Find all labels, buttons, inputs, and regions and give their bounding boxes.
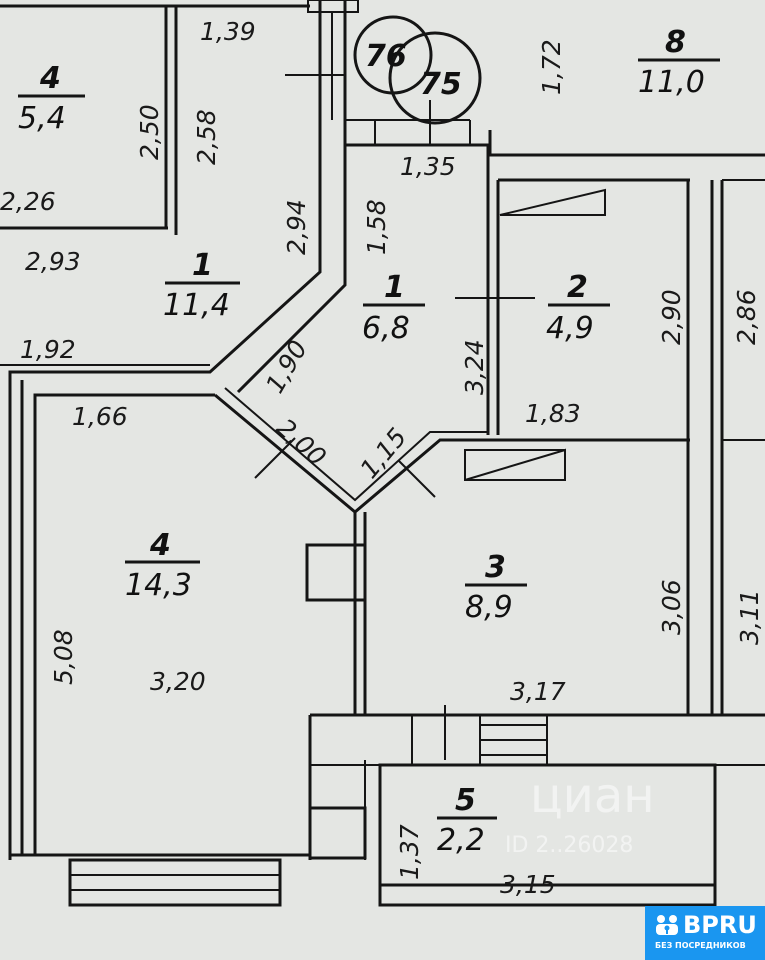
logo-tagline: БЕЗ ПОСРЕДНИКОВ (655, 941, 746, 950)
dimension: 2,50 (135, 104, 164, 160)
room-number: 5 (455, 783, 476, 818)
room-area: 11,0 (638, 65, 705, 100)
room-number: 3 (485, 550, 506, 585)
dimension-labels: 1,39 2,50 2,58 2,26 2,93 2,94 1,58 1,35 … (0, 17, 764, 899)
dimension: 2,90 (657, 289, 686, 345)
watermark-id: ID 2..26028 (505, 833, 633, 858)
dimension: 1,83 (525, 399, 581, 428)
room-labels: 4 5,4 1 11,4 1 6,8 2 4,9 4 14,3 3 8,9 5 … (18, 25, 705, 858)
room-number: 1 (384, 270, 405, 305)
room-area: 2,2 (437, 823, 485, 858)
room-area: 4,9 (546, 311, 594, 346)
room-area: 5,4 (18, 101, 66, 136)
dimension: 2,93 (25, 247, 81, 276)
dimension: 3,06 (657, 579, 686, 635)
markers: 76 75 (365, 39, 462, 102)
marker-label: 76 (365, 39, 407, 74)
room-number: 2 (567, 270, 588, 305)
dimension: 2,94 (282, 199, 311, 255)
dimension: 2,00 (271, 413, 332, 472)
dimension: 1,90 (260, 335, 313, 398)
dimension: 1,15 (354, 423, 412, 484)
room-area: 8,9 (465, 590, 513, 625)
dimension: 1,92 (20, 335, 76, 364)
dimension: 2,26 (0, 187, 56, 216)
room-area: 14,3 (125, 568, 192, 603)
dimension: 2,86 (732, 289, 761, 345)
dimension: 1,37 (395, 824, 424, 880)
people-key-icon (656, 915, 678, 935)
dimension: 1,39 (200, 17, 256, 46)
room-area: 6,8 (362, 311, 410, 346)
dimension: 1,72 (537, 39, 566, 95)
room-number: 8 (665, 25, 686, 60)
fraction-bars (18, 58, 720, 820)
marker-circle-75 (388, 31, 482, 125)
dimension: 1,58 (362, 199, 391, 255)
dimension: 3,24 (460, 339, 489, 395)
logo-name: BPRU (683, 911, 757, 939)
room-number: 4 (149, 528, 171, 563)
walls (0, 0, 765, 907)
dimension: 3,20 (150, 667, 206, 696)
room-number: 1 (192, 248, 213, 283)
dimension: 5,08 (49, 629, 78, 685)
dimension: 3,15 (500, 870, 556, 899)
room-area: 11,4 (163, 288, 230, 323)
room-number: 4 (39, 61, 61, 96)
watermark: циан ID 2..26028 (505, 768, 655, 858)
dimension: 3,11 (735, 589, 764, 645)
dimension: 1,35 (400, 152, 456, 181)
dimension: 2,58 (192, 109, 221, 165)
bpru-logo: BPRU БЕЗ ПОСРЕДНИКОВ (645, 906, 765, 960)
dimension: 1,66 (72, 402, 128, 431)
watermark-brand: циан (530, 768, 655, 824)
dimension: 3,17 (510, 677, 566, 706)
marker-label: 75 (420, 67, 462, 102)
